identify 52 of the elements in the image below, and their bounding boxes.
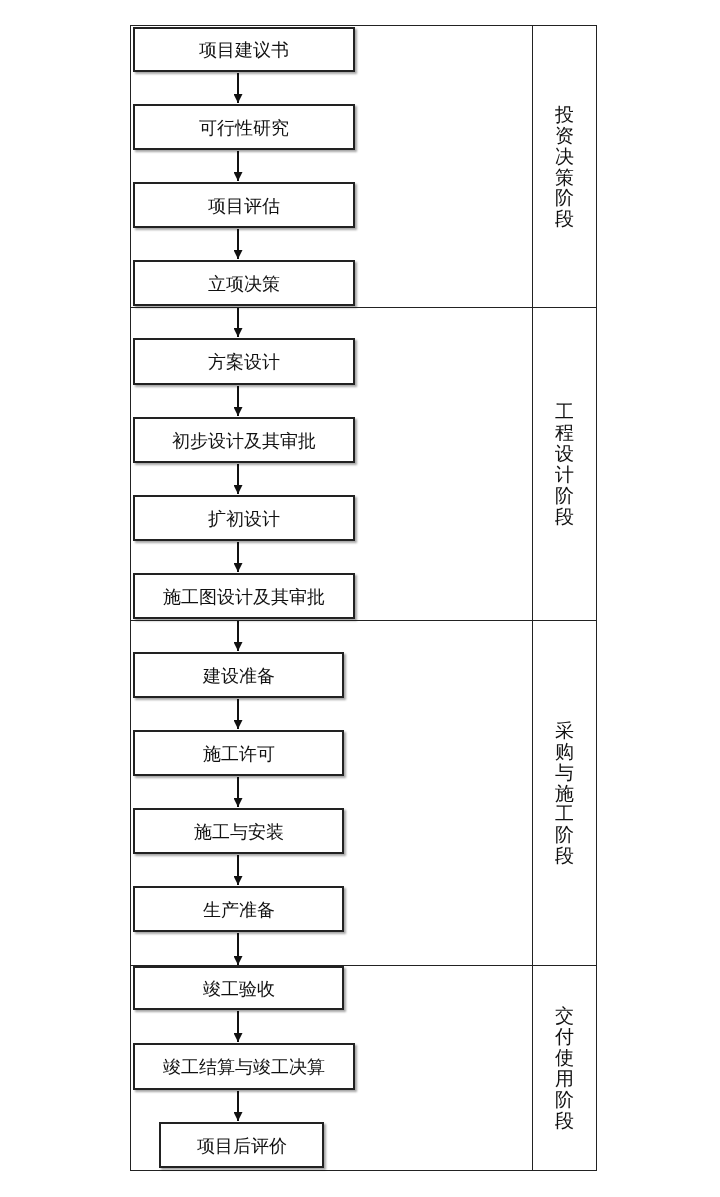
process-box: [133, 573, 355, 619]
step-text: 可行性研究: [199, 115, 289, 140]
step-text: 竣工验收: [202, 976, 275, 1001]
step-text: 项目评估: [208, 193, 280, 218]
process-box: [133, 652, 344, 698]
arrow: [233, 698, 243, 730]
process-box: [133, 966, 344, 1010]
step-text: 初步设计及其审批: [172, 428, 316, 453]
phase-label: 交付使用阶段: [555, 1005, 574, 1131]
process-box: [133, 104, 355, 150]
arrow: [233, 306, 243, 338]
process-box: [133, 730, 344, 776]
phase-band: [130, 307, 597, 621]
step-text: 项目后评价: [196, 1133, 287, 1158]
phase-band: [130, 620, 597, 966]
process-box: [133, 495, 355, 541]
process-box: [133, 417, 355, 463]
phase-band: [130, 25, 597, 308]
step-text: 立项决策: [208, 271, 280, 296]
arrow: [233, 932, 243, 966]
phase-label: 投资决策阶段: [555, 103, 574, 230]
phase-label: 采购与施工阶段: [555, 719, 574, 867]
arrow: [233, 150, 243, 182]
step-text: 施工图设计及其审批: [163, 584, 325, 609]
step-text: 扩初设计: [208, 506, 280, 531]
step-text: 施工与安装: [193, 819, 284, 844]
step-text: 施工许可: [202, 741, 275, 766]
arrow: [233, 854, 243, 886]
arrow: [233, 619, 243, 652]
arrow: [233, 1090, 243, 1122]
process-box: [133, 1043, 355, 1090]
arrow: [233, 1010, 243, 1043]
phase-band: [130, 965, 597, 1171]
step-text: 竣工结算与竣工决算: [163, 1055, 325, 1079]
step-text: 建设准备: [202, 663, 275, 688]
process-box: [133, 260, 355, 306]
step-text: 项目建议书: [199, 38, 289, 62]
arrow: [233, 228, 243, 260]
arrow: [233, 776, 243, 808]
process-box: [133, 808, 344, 854]
arrow: [233, 541, 243, 573]
process-box: [133, 338, 355, 385]
process-box: [159, 1122, 324, 1168]
arrow: [233, 385, 243, 417]
process-box: [133, 182, 355, 228]
process-box: [133, 886, 344, 932]
arrow: [233, 72, 243, 104]
arrow: [233, 463, 243, 495]
phase-label: 工程设计阶段: [555, 401, 574, 527]
process-box: [133, 27, 355, 72]
step-text: 方案设计: [208, 350, 280, 374]
step-text: 生产准备: [202, 897, 275, 922]
